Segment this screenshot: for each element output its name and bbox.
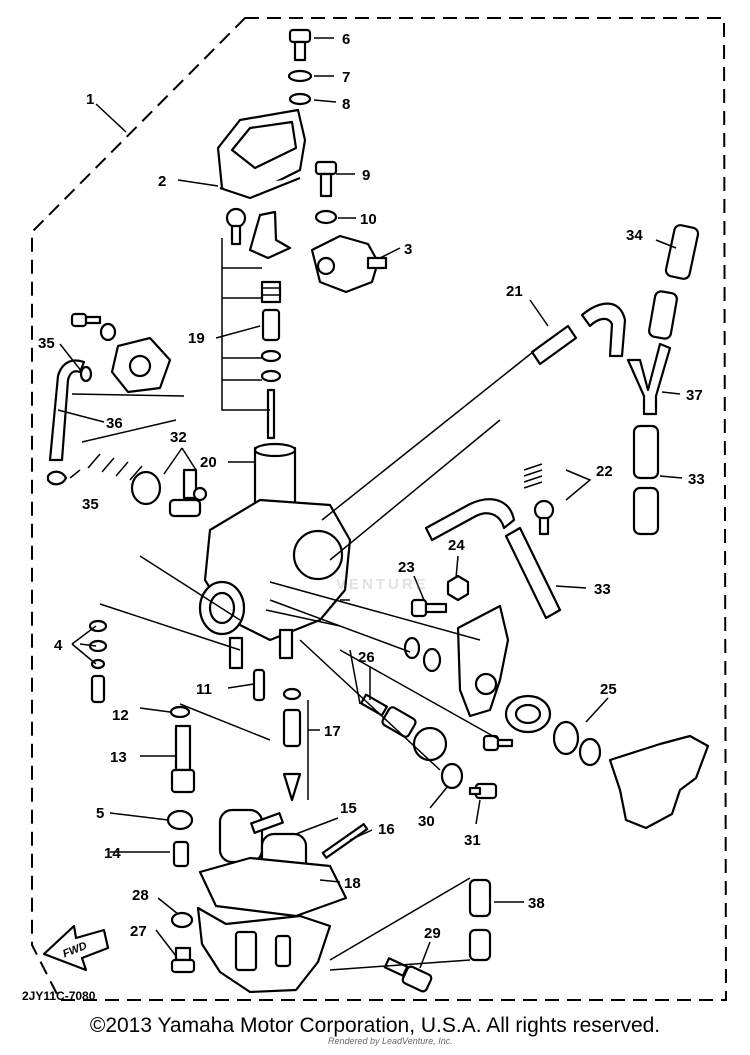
part-screw-27 [170,946,196,974]
part-carburetor-body-20 [198,442,352,670]
part-top-cap-2 [216,108,307,200]
callout-27: 27 [130,923,147,940]
part-screw-26 [360,693,448,762]
callout-18: 18 [344,875,361,892]
callout-26: 26 [358,649,375,666]
callout-2: 2 [158,173,166,190]
callout-34: 34 [626,227,643,244]
part-jet-14 [172,840,190,868]
part-screw-29 [383,957,433,993]
part-jet-4 [88,619,108,704]
callout-5: 5 [96,805,104,822]
part-hose-38-upper [468,878,492,918]
callout-11: 11 [196,681,212,698]
callout-36: 36 [106,415,123,432]
callout-17: 17 [324,723,341,740]
part-washer-shaft [422,647,442,673]
part-washer-30 [440,762,464,790]
callout-33-upper: 33 [688,471,705,488]
part-spring-22 [523,463,555,536]
callout-19: 19 [188,330,205,347]
part-nozzle-13 [170,724,196,794]
part-small-screw [482,734,514,752]
part-hose-33-upper [632,424,660,480]
watermark-brand: VENTURE [336,576,429,593]
part-float-bowl [196,906,332,994]
part-washer-8 [288,92,312,106]
callout-30: 30 [418,813,435,830]
part-hose-21 [530,302,627,366]
callout-6: 6 [342,31,350,48]
part-nut-24 [446,574,470,602]
part-hose-34b [648,290,678,340]
part-screw-9 [314,160,338,198]
callout-13: 13 [110,749,127,766]
part-float-valve-17 [282,687,302,802]
callout-28: 28 [132,887,149,904]
part-jet-11 [252,668,266,702]
copyright-footer: ©2013 Yamaha Motor Corporation, U.S.A. A… [89,1014,661,1037]
exploded-parts-diagram: FWD [22,17,728,1003]
callout-14: 14 [104,845,121,862]
callout-numbers: 1 2 3 4 5 6 7 8 9 10 11 12 13 14 15 16 1… [38,31,705,942]
callout-20: 20 [200,454,217,471]
part-needle-19 [260,280,282,440]
part-throttle-lever [608,734,710,830]
part-bend-hose [424,498,516,542]
callout-7: 7 [342,69,350,86]
callout-31: 31 [464,832,481,849]
callout-38: 38 [528,895,545,912]
callout-22: 22 [596,463,613,480]
part-washer-28 [170,911,194,929]
callout-23: 23 [398,559,415,576]
part-pin-16 [321,823,369,859]
part-plate-screw [225,207,292,260]
callout-25: 25 [600,681,617,698]
callout-8: 8 [342,96,350,113]
part-bracket [456,604,510,718]
callout-21: 21 [506,283,523,300]
part-hose-38-lower [468,928,492,962]
watermark-credit: Rendered by LeadVenture, Inc. [328,1036,453,1046]
part-screw-6 [288,28,312,62]
part-screw-31 [468,782,498,800]
callout-9: 9 [362,167,370,184]
callout-16: 16 [378,821,395,838]
callout-1: 1 [86,91,94,108]
part-washer-5 [166,809,194,831]
part-adjuster-3 [310,234,388,294]
fwd-arrow-icon [42,924,110,972]
part-fitting-36 [46,312,172,486]
callout-15: 15 [340,800,357,817]
callout-33-lower: 33 [594,581,611,598]
part-screw-23 [410,598,448,618]
part-joint-37 [626,342,672,416]
part-hose-33-lower [632,486,660,536]
callout-35-lower: 35 [82,496,99,513]
part-clip [403,636,421,660]
part-spring-32 [87,453,208,518]
part-gasket-18 [198,856,348,918]
callout-4: 4 [54,637,63,654]
callout-10: 10 [360,211,377,228]
part-hose-33-long [504,526,562,620]
callout-37: 37 [686,387,703,404]
part-washer-7 [287,69,313,83]
part-hose-34 [664,224,700,280]
callout-12: 12 [112,707,129,724]
drawing-code: 2JY11C-7080 [22,989,96,1003]
part-oring-12 [169,705,191,719]
leader-lines [57,37,683,971]
part-washer-10 [314,209,338,225]
callout-29: 29 [424,925,441,942]
callout-24: 24 [448,537,465,554]
part-spring-25 [504,694,602,767]
callout-32: 32 [170,429,187,446]
callout-3: 3 [404,241,412,258]
callout-35-upper: 35 [38,335,55,352]
